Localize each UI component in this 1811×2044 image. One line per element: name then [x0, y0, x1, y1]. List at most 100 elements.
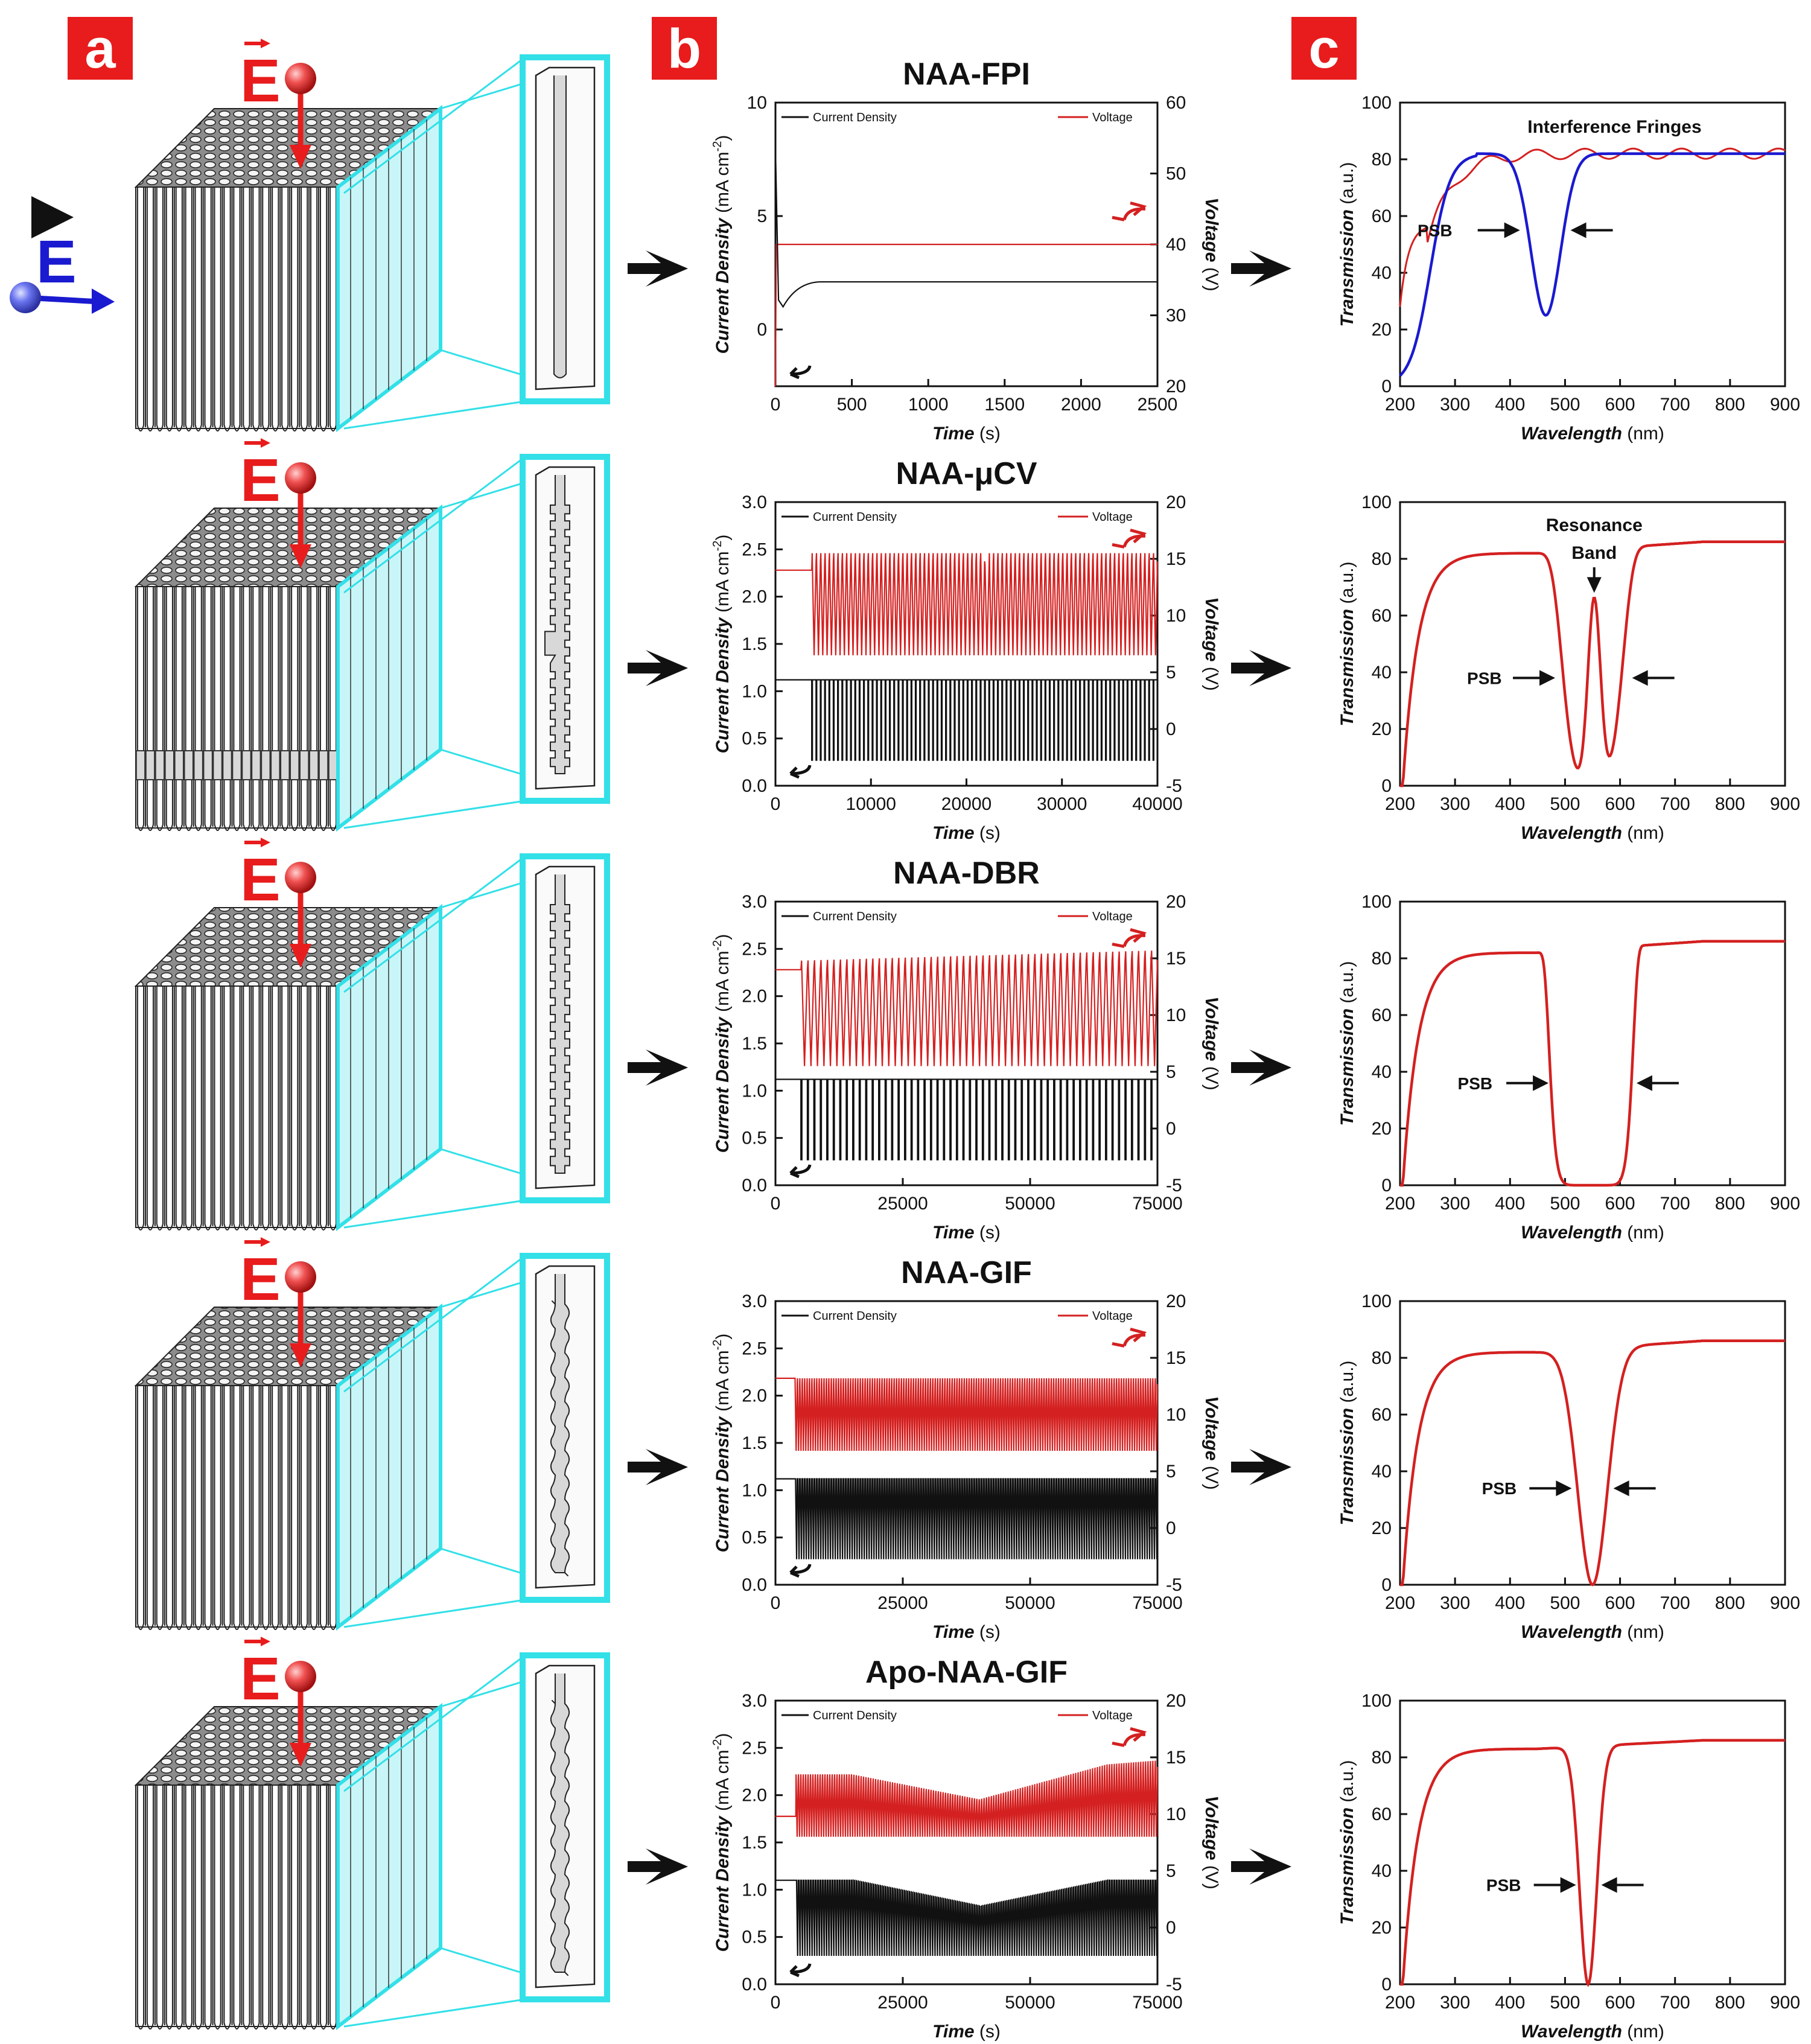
y-tick-label: 20	[1372, 1918, 1392, 1938]
y-axis-label: Current Density (mA cm-2)	[711, 535, 733, 754]
y-axis-label-unit: (a.u.)	[1337, 1361, 1357, 1408]
x-tick-label: 900	[1770, 1593, 1800, 1613]
x-tick-label: 25000	[877, 1194, 928, 1214]
annotation-band: Band	[1571, 543, 1617, 563]
vertical-field-arrow-head	[290, 145, 311, 169]
y2-axis-label-name: Voltage	[1201, 597, 1221, 661]
y-tick-label: 0.5	[742, 1928, 767, 1947]
vertical-field-vector-head	[261, 39, 270, 48]
y-tick-label: 40	[1372, 1861, 1392, 1881]
y-tick-label: 2.5	[742, 939, 767, 959]
y2-tick-label: 5	[1166, 663, 1176, 683]
x-tick-label: 700	[1660, 1993, 1690, 2013]
y-tick-label: 1.5	[742, 1433, 767, 1453]
y-tick-label: 3.0	[742, 1691, 767, 1711]
legend-current-label: Current Density	[813, 1310, 897, 1323]
y-axis-label: Transmission (a.u.)	[1337, 1361, 1357, 1526]
plot-frame	[1399, 1300, 1786, 1586]
y-tick-label: 0.5	[742, 1129, 767, 1148]
x-tick-label: 50000	[1005, 1194, 1055, 1214]
block-front-face	[135, 985, 339, 1228]
x-tick-label: 500	[1550, 1993, 1580, 2013]
x-axis-label: Wavelength (nm)	[1521, 823, 1664, 843]
y-tick-label: 100	[1361, 1691, 1392, 1711]
plot-frame	[1399, 900, 1786, 1186]
x-tick-label: 500	[1550, 794, 1580, 814]
y2-tick-label: 10	[1166, 1804, 1186, 1824]
y-tick-label: 20	[1372, 719, 1392, 739]
y-tick-label: 2.5	[742, 1738, 767, 1758]
plot-frame	[1399, 1699, 1786, 1985]
legend-voltage-label: Voltage	[1092, 511, 1133, 524]
current-axis-arrow	[789, 365, 812, 380]
plot-frame	[1399, 501, 1786, 787]
x-axis-label-unit: (s)	[975, 1223, 1001, 1243]
y-axis-label-exp: -2	[711, 541, 724, 552]
x-axis-label: Time (s)	[932, 1223, 1001, 1243]
x-axis-label-name: Wavelength	[1521, 2022, 1622, 2042]
y-axis-label: Transmission (a.u.)	[1337, 1760, 1357, 1925]
x-axis-label: Time (s)	[932, 823, 1001, 843]
photon-sphere	[285, 862, 316, 893]
annotation-interference-fringes: Interference Fringes	[1527, 117, 1701, 137]
y-tick-label: 0.5	[742, 1528, 767, 1548]
current-density-trace	[775, 679, 1157, 761]
y-tick-label: 0.0	[742, 1176, 767, 1196]
y2-tick-label: 20	[1166, 892, 1186, 912]
y-tick-label: 2.0	[742, 987, 767, 1007]
flow-arrows-row-2	[628, 650, 1291, 686]
psb-arrow-left-head	[1533, 1075, 1549, 1091]
x-tick-label: 200	[1385, 1593, 1415, 1613]
y2-axis-label: Voltage (V)	[1201, 1795, 1221, 1890]
vertical-field-arrow-head	[290, 944, 311, 968]
x-tick-label: 600	[1605, 1993, 1635, 2013]
x-tick-label: 400	[1495, 1593, 1525, 1613]
transmission-curve-blue	[1399, 152, 1785, 377]
psb-arrow-left-head	[1556, 1480, 1572, 1497]
voltage-axis-arrow-head	[1130, 1727, 1147, 1742]
voltage-trace	[775, 1760, 1159, 1837]
y2-tick-label: 15	[1166, 1748, 1186, 1768]
y-tick-label: 5	[757, 206, 767, 226]
y2-tick-label: -5	[1166, 1176, 1182, 1196]
plot-frame	[1399, 101, 1786, 387]
x-tick-label: 800	[1715, 1593, 1745, 1613]
x-axis-label: Wavelength (nm)	[1521, 2022, 1664, 2042]
y-tick-label: 2.0	[742, 587, 767, 607]
photon-sphere	[285, 1261, 316, 1293]
y-tick-label: 80	[1372, 1748, 1392, 1768]
flow-arrow	[1231, 250, 1291, 287]
x-tick-label: 25000	[877, 1593, 928, 1613]
y-tick-label: 40	[1372, 263, 1392, 283]
x-tick-label: 500	[837, 395, 867, 415]
y-axis-label-name: Transmission	[1337, 1008, 1357, 1126]
y2-axis-label-name: Voltage	[1201, 996, 1221, 1061]
y-axis-label: Transmission (a.u.)	[1337, 562, 1357, 727]
x-tick-label: 75000	[1132, 1194, 1182, 1214]
x-axis-label-unit: (nm)	[1622, 424, 1664, 444]
psb-arrow-right-head	[1636, 1075, 1652, 1091]
flow-arrows-row-1	[628, 250, 1291, 287]
y-tick-label: 1.0	[742, 1480, 767, 1500]
x-axis-label-unit: (s)	[975, 823, 1001, 843]
block-side-pores	[350, 919, 427, 1218]
y-axis-label-name: Current Density	[713, 1416, 733, 1552]
structure-row-4: E	[134, 1237, 610, 1631]
block-pores	[135, 1386, 337, 1630]
y-axis-label: Current Density (mA cm-2)	[711, 135, 733, 354]
y-tick-label: 60	[1372, 1405, 1392, 1425]
y2-tick-label: -5	[1166, 1575, 1182, 1595]
x-tick-label: 300	[1440, 395, 1470, 415]
y-tick-label: 0	[1381, 377, 1392, 396]
y-tick-label: 1.5	[742, 1034, 767, 1054]
legend-current-label: Current Density	[813, 111, 897, 124]
x-tick-label: 25000	[877, 1993, 928, 2013]
x-tick-label: 0	[771, 1993, 781, 2013]
y2-axis-label-unit: (V)	[1201, 1860, 1221, 1889]
y-axis-label: Current Density (mA cm-2)	[711, 1334, 733, 1553]
y2-tick-label: 40	[1166, 235, 1186, 255]
